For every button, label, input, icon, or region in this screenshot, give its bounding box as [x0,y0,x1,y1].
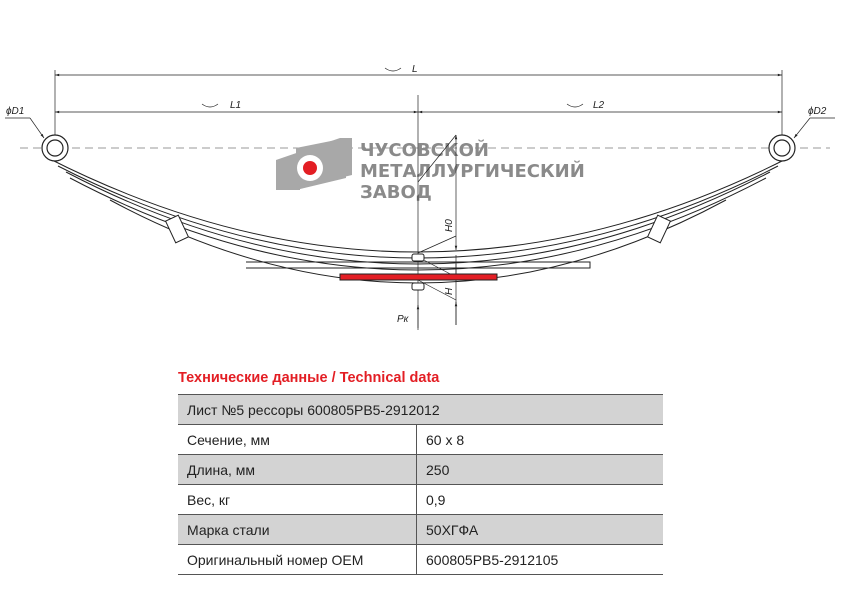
row-value: 250 [416,454,663,485]
part-name: Лист №5 рессоры 600805РВ5-2912012 [178,394,663,425]
spring-eyes [41,134,796,162]
dim-label-H0: H0 [444,219,455,232]
leaf-spring-drawing: ЧУСОВСКОЙ МЕТАЛЛУРГИЧЕСКИЙ ЗАВОД L L1 L2… [5,64,835,330]
logo-line-3: ЗАВОД [360,182,432,203]
dim-label-D1: ϕD1 [6,106,24,117]
row-value: 0,9 [416,484,663,515]
dim-label-H: H [444,287,455,295]
dim-label-L2: L2 [593,100,605,111]
table-header-row: Лист №5 рессоры 600805РВ5-2912012 [178,394,663,425]
dim-label-D2: ϕD2 [808,106,827,117]
spring-leaves [47,157,789,291]
technical-data-table: Лист №5 рессоры 600805РВ5-2912012 Сечени… [178,394,663,575]
dim-label-L: L [412,64,418,75]
dim-label-L1: L1 [230,100,241,111]
row-value: 600805РВ5-2912105 [416,544,663,575]
row-label: Марка стали [178,514,417,545]
logo-line-2: МЕТАЛЛУРГИЧЕСКИЙ [360,160,585,182]
row-value: 60 х 8 [416,424,663,455]
row-label: Сечение, мм [178,424,417,455]
logo-line-1: ЧУСОВСКОЙ [360,139,489,161]
company-logo: ЧУСОВСКОЙ МЕТАЛЛУРГИЧЕСКИЙ ЗАВОД [276,138,585,203]
row-value: 50ХГФА [416,514,663,545]
row-label: Длина, мм [178,454,417,485]
row-label: Вес, кг [178,484,417,515]
highlighted-leaf-5 [339,273,498,281]
force-label-Pk: Pк [397,314,410,325]
technical-data-title: Технические данные / Technical data [178,370,440,386]
row-label: Оригинальный номер OEM [178,544,417,575]
